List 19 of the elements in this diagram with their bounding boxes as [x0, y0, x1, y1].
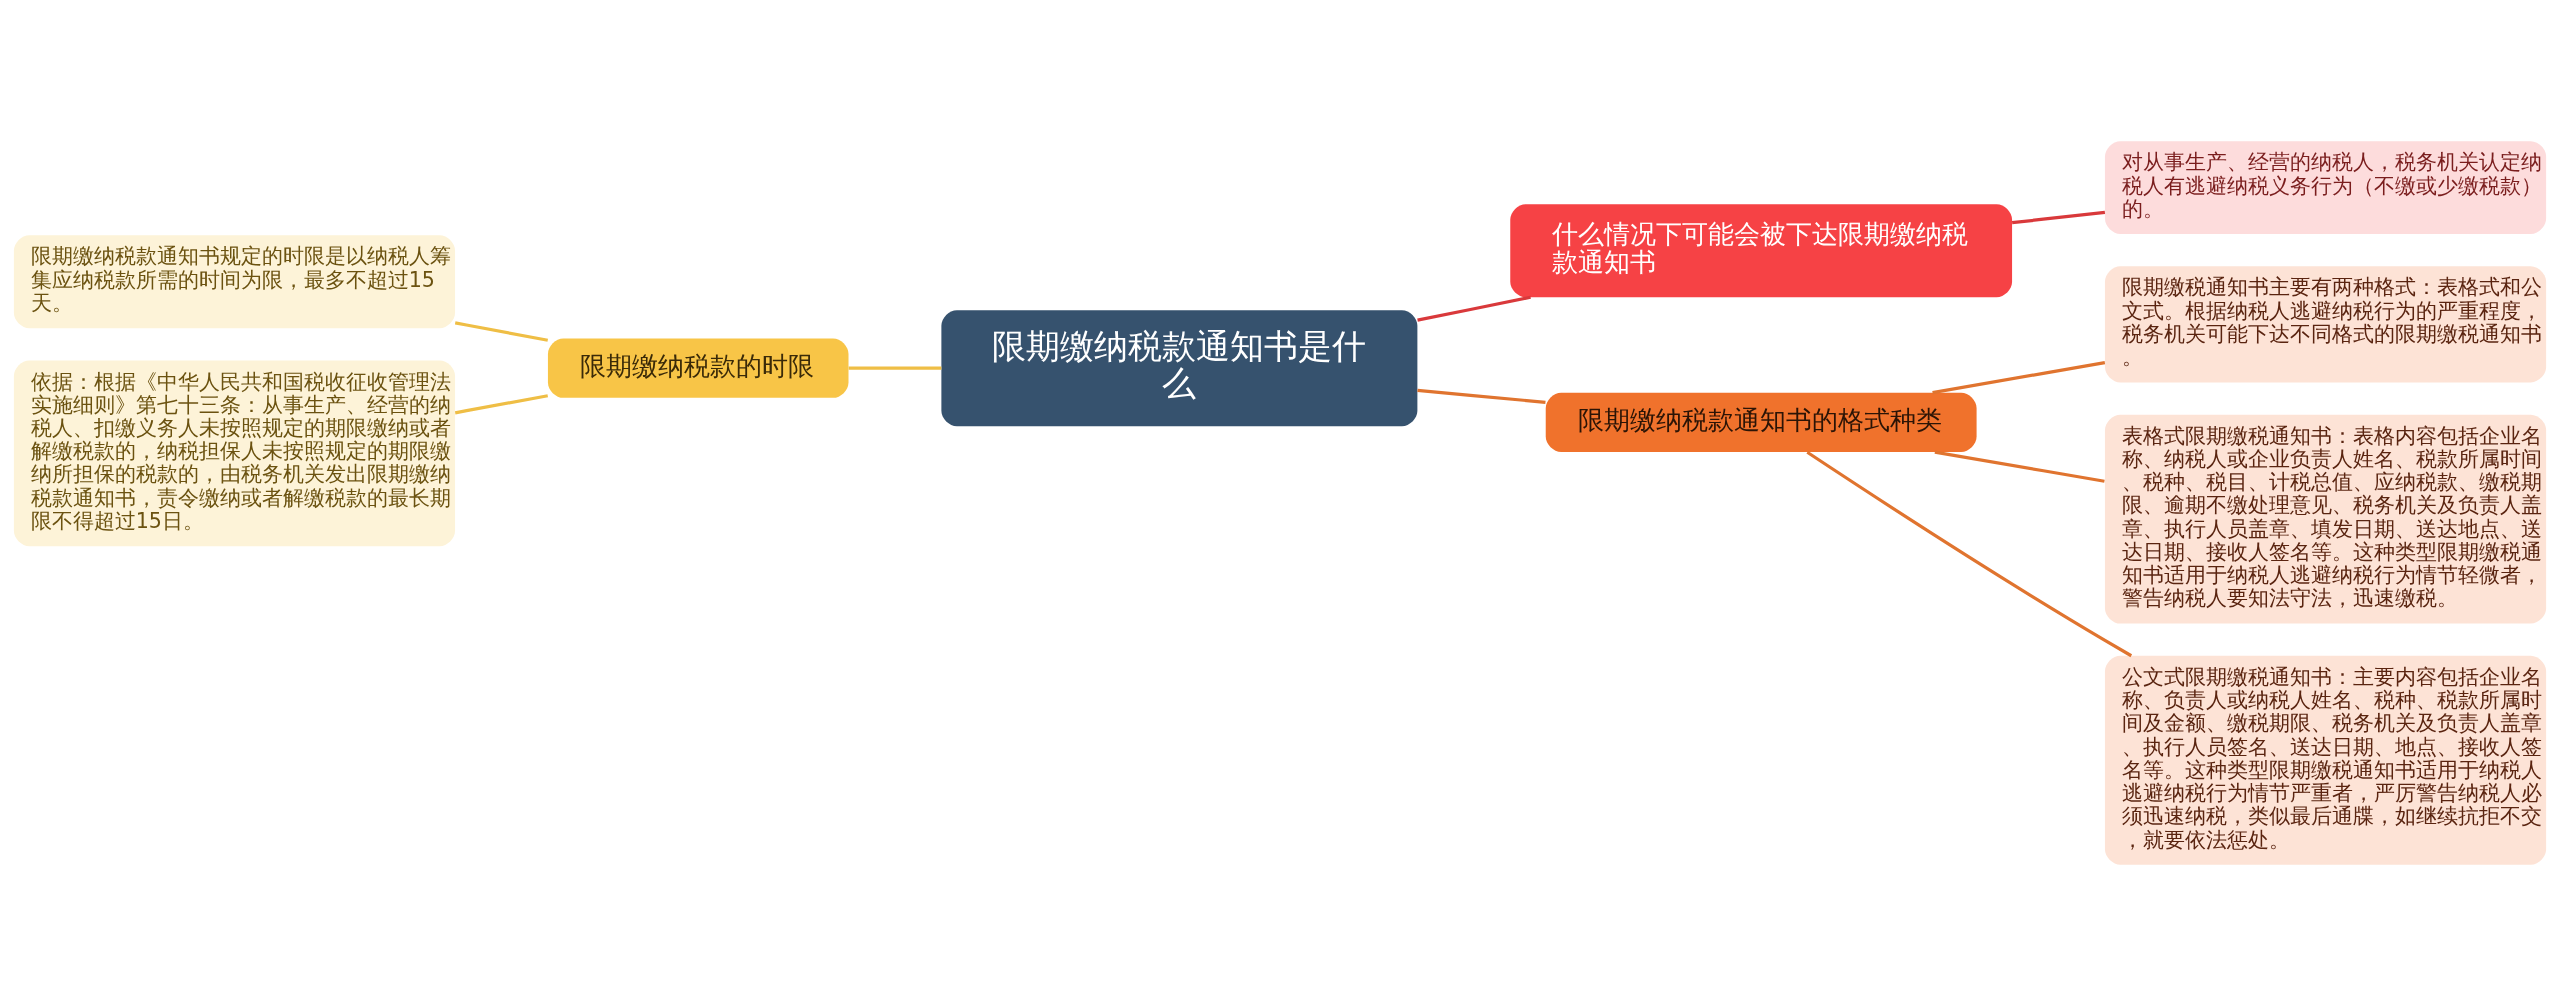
- connector: [848, 366, 942, 370]
- connector: [1932, 361, 2106, 395]
- connector: [454, 394, 549, 415]
- node-box: 限期缴纳税款通知书的格式种类: [1545, 392, 1977, 453]
- node-box: 表格式限期缴税通知书：表格内容包括企业名称、纳税人或企业负责人姓名、税款所属时间、税种、税目、计税总值、应纳税款、缴税期限、逾期不缴处理意见、税务机关及负责人盖章、执行人员盖章、填发日期、送达地点、送达日期、接收人签名等。这种类型限期缴税通知书适用于纳税人逃避纳税行为情节轻微者，警告纳税人要知法守法，迅速缴税。: [2104, 414, 2547, 624]
- node-box: 什么情况下可能会被下达限期缴纳税款通知书: [1510, 204, 2013, 298]
- node-box: 公文式限期缴税通知书：主要内容包括企业名称、负责人或纳税人姓名、税种、税款所属时间及金额、缴税期限、税务机关及负责人盖章、执行人员签名、送达日期、地点、接收人签名等。这种类型限期缴税通知书适用于纳税人逃避纳税行为情节严重者，严厉警告纳税人必须迅速纳税，类似最后通牒，如继续抗拒不交，就要依法惩处。: [2104, 655, 2547, 865]
- connector: [1417, 388, 1546, 404]
- node-box: 限期缴纳税款的时限: [547, 338, 849, 398]
- connector: [1934, 450, 2105, 483]
- connector: [1806, 450, 2133, 658]
- node-box: 对从事生产、经营的纳税人，税务机关认定纳税人有逃避纳税义务行为（不缴或少缴税款）的。: [2104, 141, 2547, 235]
- connector: [1417, 295, 1531, 322]
- node-box: 限期缴税通知书主要有两种格式：表格式和公文式。根据纳税人逃避纳税行为的严重程度，税务机关可能下达不同格式的限期缴税通知书。: [2104, 266, 2547, 383]
- node-box: 依据：根据《中华人民共和国税收征收管理法实施细则》第七十三条：从事生产、经营的纳税人、扣缴义务人未按照规定的期限缴纳或者解缴税款的，纳税担保人未按照规定的期限缴纳所担保的税款的，由税务机关发出限期缴纳税款通知书，责令缴纳或者解缴税款的最长期限不得超过15日。: [13, 360, 456, 547]
- node-box: 限期缴纳税款通知书规定的时限是以纳税人筹集应纳税款所需的时间为限，最多不超过15天。: [13, 235, 456, 329]
- connector: [454, 321, 549, 342]
- connector: [2011, 210, 2106, 225]
- node-box: 限期缴纳税款通知书是什么: [941, 310, 1418, 427]
